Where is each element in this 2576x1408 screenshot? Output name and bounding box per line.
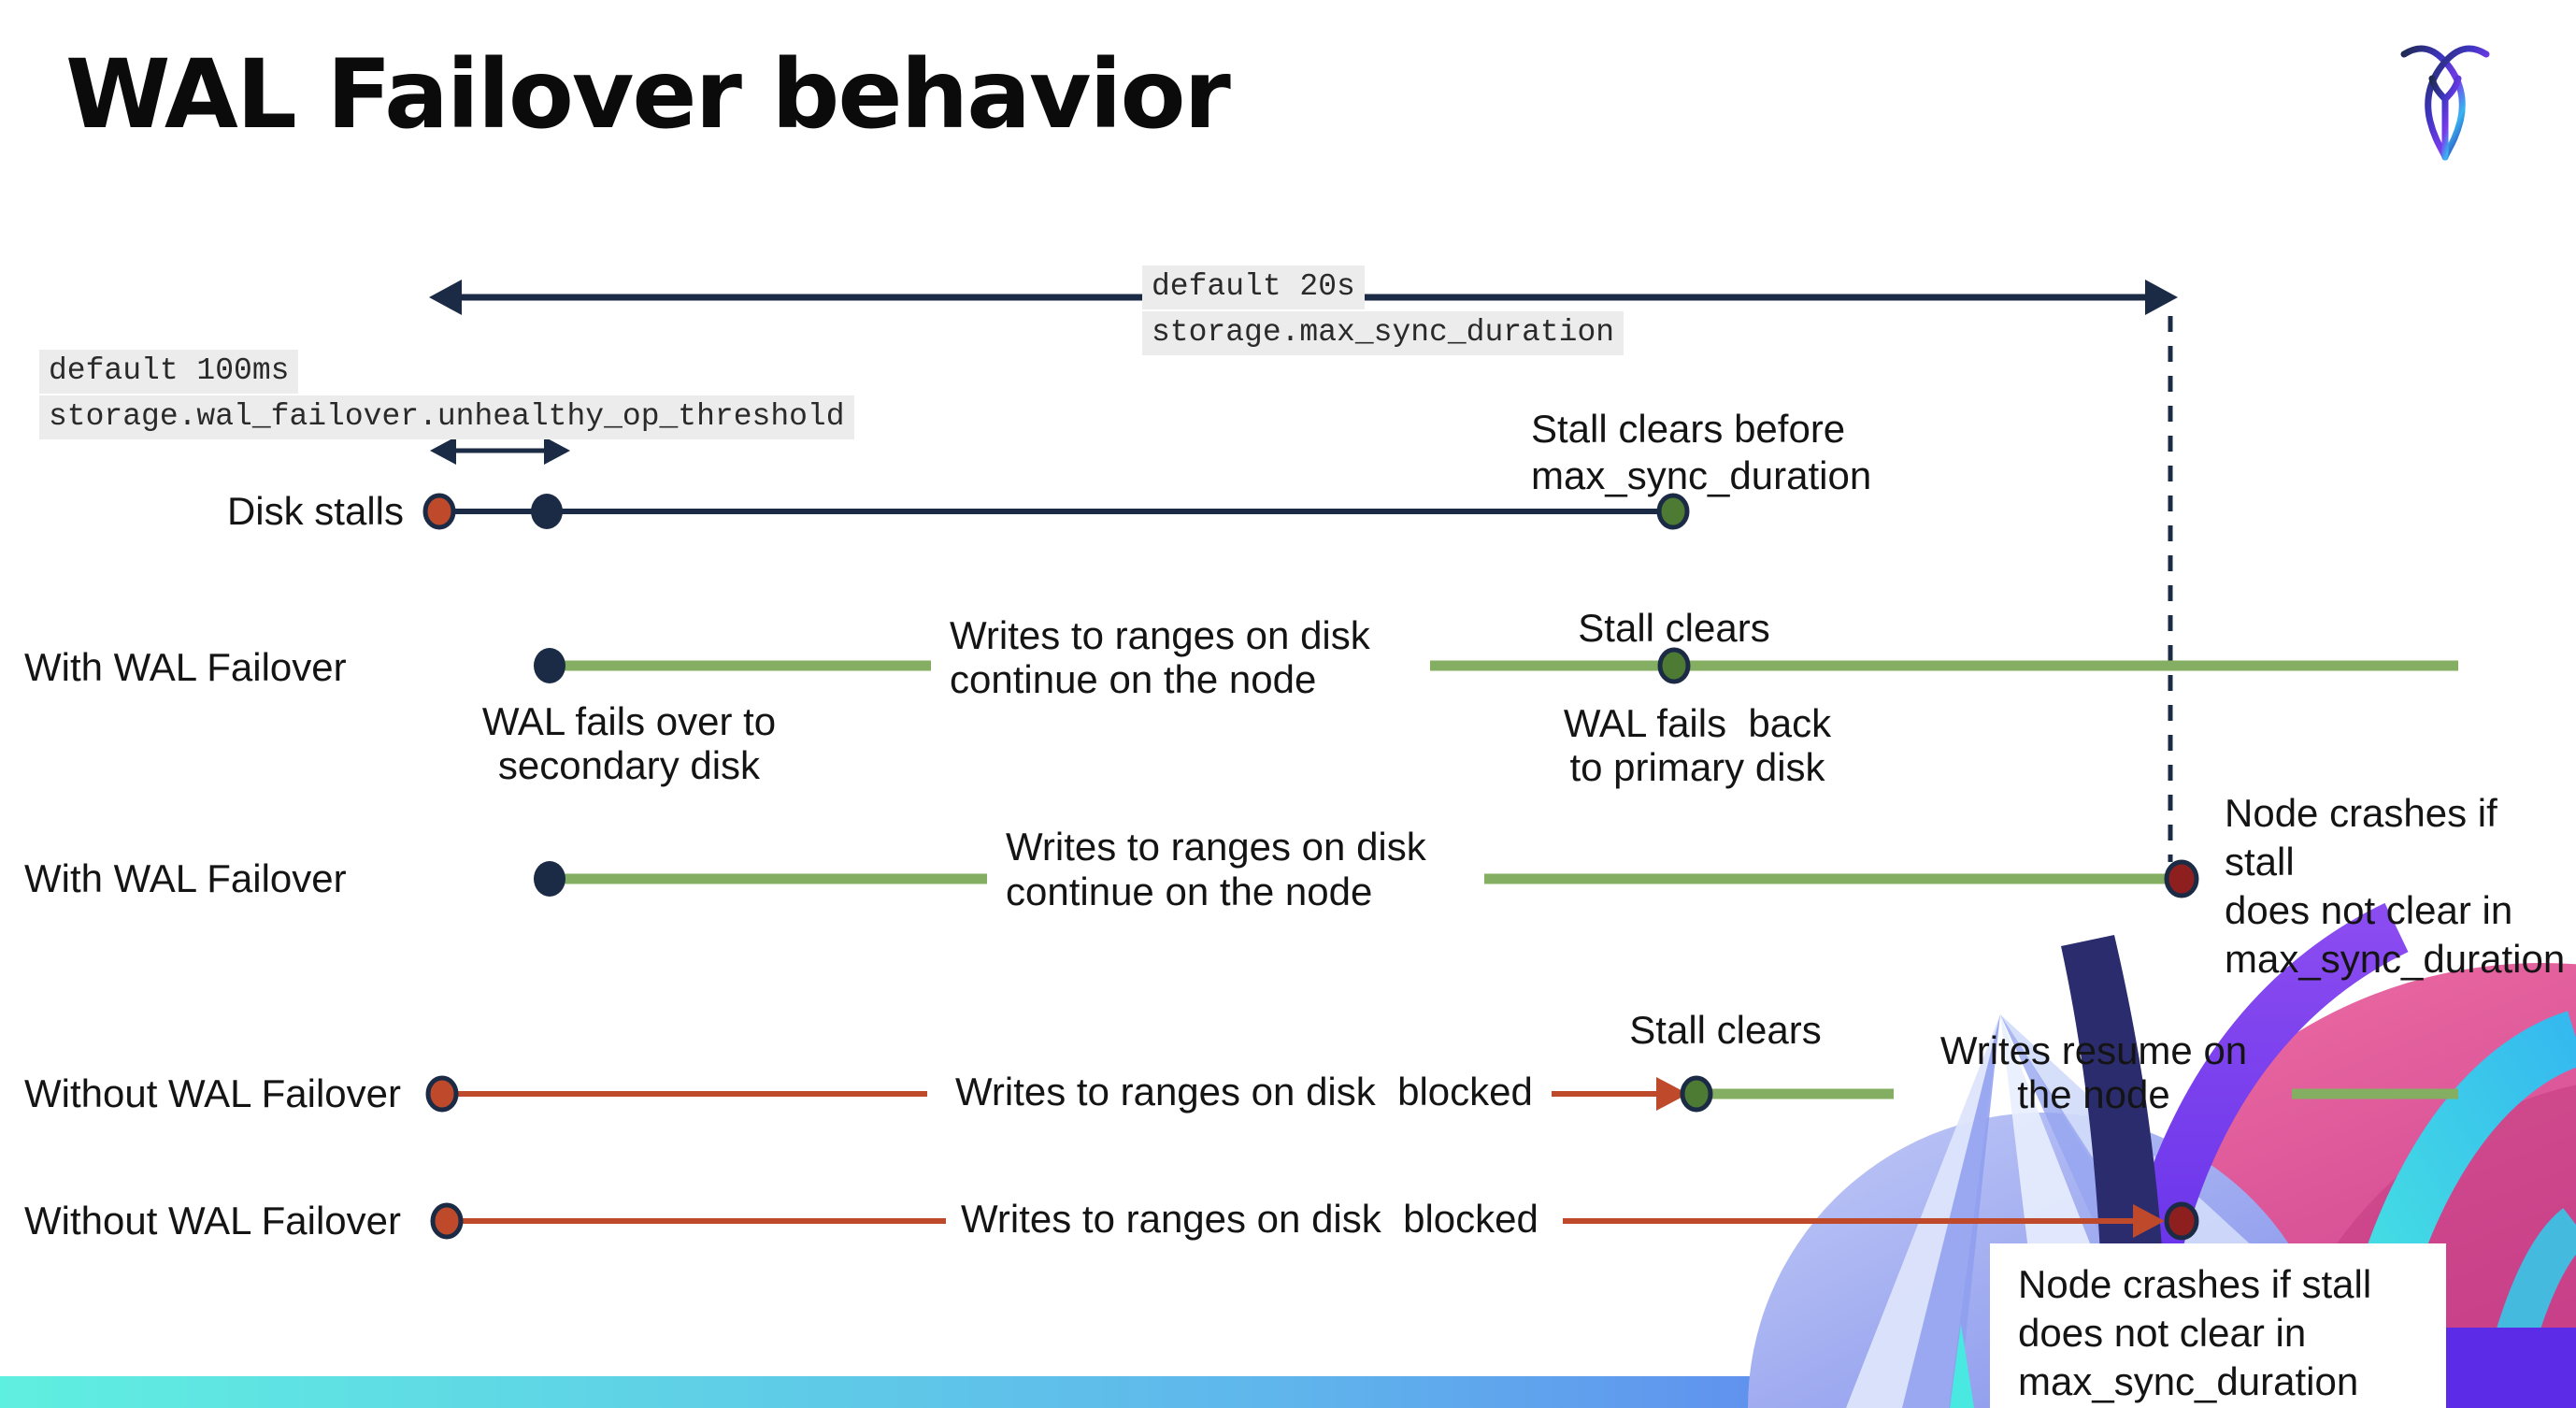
timeline-disk-stalls bbox=[422, 493, 1690, 530]
note-stall-clears-1: Stall clears bbox=[1578, 606, 1770, 650]
logo-y-stem bbox=[2428, 75, 2462, 161]
note-writes-blocked-2: Writes to ranges on disk blocked bbox=[961, 1197, 1538, 1241]
failover-dot bbox=[534, 648, 565, 683]
note-wal-fails-over: WAL fails over to secondary disk bbox=[481, 699, 777, 787]
node-crash-callout-box: Node crashes if stall does not clear in … bbox=[1990, 1243, 2446, 1408]
note-wal-fails-back: WAL fails back to primary disk bbox=[1563, 701, 1832, 789]
cockroachdb-logo bbox=[2400, 45, 2490, 161]
callout-threshold-setting: storage.wal_failover.unhealthy_op_thresh… bbox=[39, 395, 854, 439]
row-label-with-wal-2: With WAL Failover bbox=[24, 856, 347, 900]
disk-stall-start-dot bbox=[422, 493, 456, 530]
failover-dot bbox=[534, 861, 565, 897]
note-writes-continue-1: Writes to ranges on disk continue on the… bbox=[950, 613, 1370, 701]
disk-stall-start-dot bbox=[430, 1202, 464, 1240]
callout-max-sync-default: default 20s bbox=[1142, 266, 1365, 309]
callout-max-sync-setting: storage.max_sync_duration bbox=[1142, 311, 1624, 355]
stall-clears-dot bbox=[1657, 647, 1691, 684]
unhealthy-op-threshold-arrow bbox=[430, 437, 570, 465]
logo-right-antenna-body bbox=[2425, 45, 2490, 161]
note-node-crashes-bottom: Node crashes if stall does not clear in … bbox=[2018, 1262, 2372, 1403]
disk-stall-start-dot bbox=[425, 1075, 459, 1113]
callout-unhealthy-op-threshold: default 100ms storage.wal_failover.unhea… bbox=[39, 350, 854, 441]
note-node-crashes-top: Node crashes if stall does not clear in … bbox=[2225, 791, 2566, 981]
note-writes-blocked-1: Writes to ranges on disk blocked bbox=[955, 1070, 1533, 1113]
node-crash-dot bbox=[2164, 859, 2199, 898]
callout-max-sync-duration: default 20s storage.max_sync_duration bbox=[1142, 266, 1624, 357]
page-title: WAL Failover behavior bbox=[65, 39, 1231, 151]
timeline-with-wal-failover-1 bbox=[534, 647, 2458, 684]
timeline-with-wal-failover-2 bbox=[534, 859, 2199, 898]
note-stall-clears-before: Stall clears before max_sync_duration bbox=[1531, 407, 1872, 497]
callout-threshold-default: default 100ms bbox=[39, 350, 299, 394]
logo-left-antenna-body bbox=[2400, 45, 2466, 161]
row-label-disk-stalls: Disk stalls bbox=[226, 489, 404, 533]
stall-clears-dot bbox=[1656, 493, 1690, 530]
row-label-without-wal-2: Without WAL Failover bbox=[24, 1199, 401, 1243]
note-writes-continue-2: Writes to ranges on disk continue on the… bbox=[1006, 825, 1426, 913]
note-writes-resume: Writes resume on the node bbox=[1939, 1028, 2248, 1116]
failover-threshold-dot bbox=[531, 494, 563, 529]
stall-clears-dot bbox=[1680, 1075, 1713, 1113]
timeline-without-wal-failover-2 bbox=[430, 1201, 2199, 1241]
row-label-with-wal-1: With WAL Failover bbox=[24, 645, 347, 689]
timeline-without-wal-failover-1 bbox=[425, 1075, 2458, 1113]
note-stall-clears-2: Stall clears bbox=[1629, 1008, 1822, 1052]
node-crash-dot bbox=[2164, 1201, 2199, 1241]
row-label-without-wal-1: Without WAL Failover bbox=[24, 1071, 401, 1115]
